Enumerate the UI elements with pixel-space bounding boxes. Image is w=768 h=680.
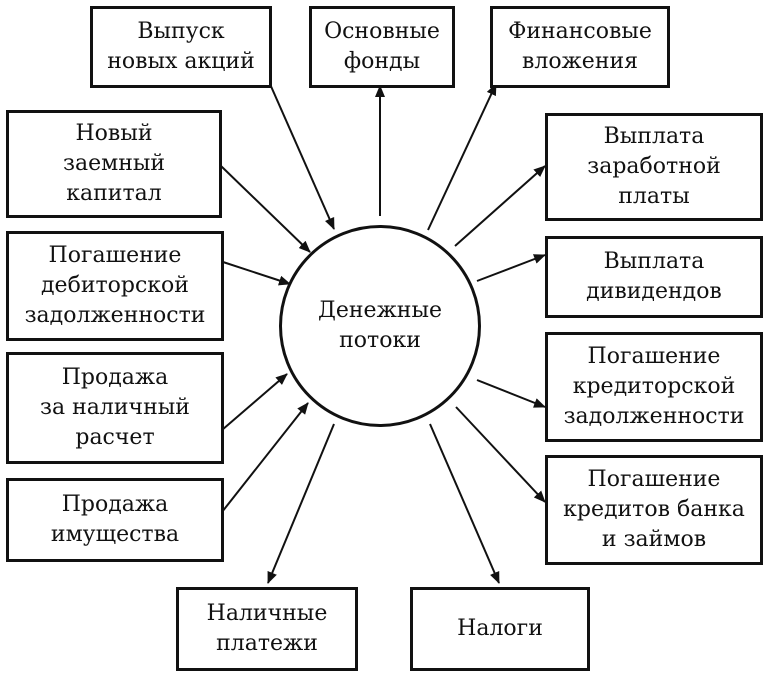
arrow-center-to-financial xyxy=(427,83,497,231)
node-dividends: Выплата дивидендов xyxy=(545,236,763,318)
node-share-issue: Выпуск новых акций xyxy=(90,6,272,88)
arrow-cash-sales-to-center xyxy=(221,373,288,431)
arrow-share-issue-to-center xyxy=(269,83,335,230)
node-taxes: Налоги xyxy=(410,587,590,671)
arrow-receivables-to-center xyxy=(222,261,291,286)
arrow-center-to-wages xyxy=(454,165,546,247)
arrow-property-sale-to-center xyxy=(221,402,309,513)
node-cash-sales: Продажа за наличный расчет xyxy=(6,352,224,464)
node-financial-investments: Финансовые вложения xyxy=(490,6,670,88)
arrow-center-to-cash-payments xyxy=(267,423,335,584)
node-payables-repayment: Погашение кредиторской задолженности xyxy=(545,332,763,442)
arrow-center-to-bank-loans xyxy=(455,406,546,503)
node-receivables-repayment: Погашение дебиторской задолженности xyxy=(6,231,224,341)
arrow-new-capital-to-center xyxy=(220,165,311,253)
arrow-center-to-payables xyxy=(476,379,546,408)
node-wages: Выплата заработной платы xyxy=(545,113,763,221)
arrow-center-to-dividends xyxy=(476,254,546,282)
node-property-sale: Продажа имущества xyxy=(6,478,224,562)
node-new-borrowed-capital: Новый заемный капитал xyxy=(6,110,222,218)
node-bank-loans-repayment: Погашение кредитов банка и займов xyxy=(545,455,763,565)
node-cash-payments: Наличные платежи xyxy=(176,587,358,671)
center-circle-cash-flows: Денежные потоки xyxy=(279,225,481,427)
node-fixed-assets: Основные фонды xyxy=(309,6,455,88)
arrow-center-to-taxes xyxy=(429,423,500,584)
